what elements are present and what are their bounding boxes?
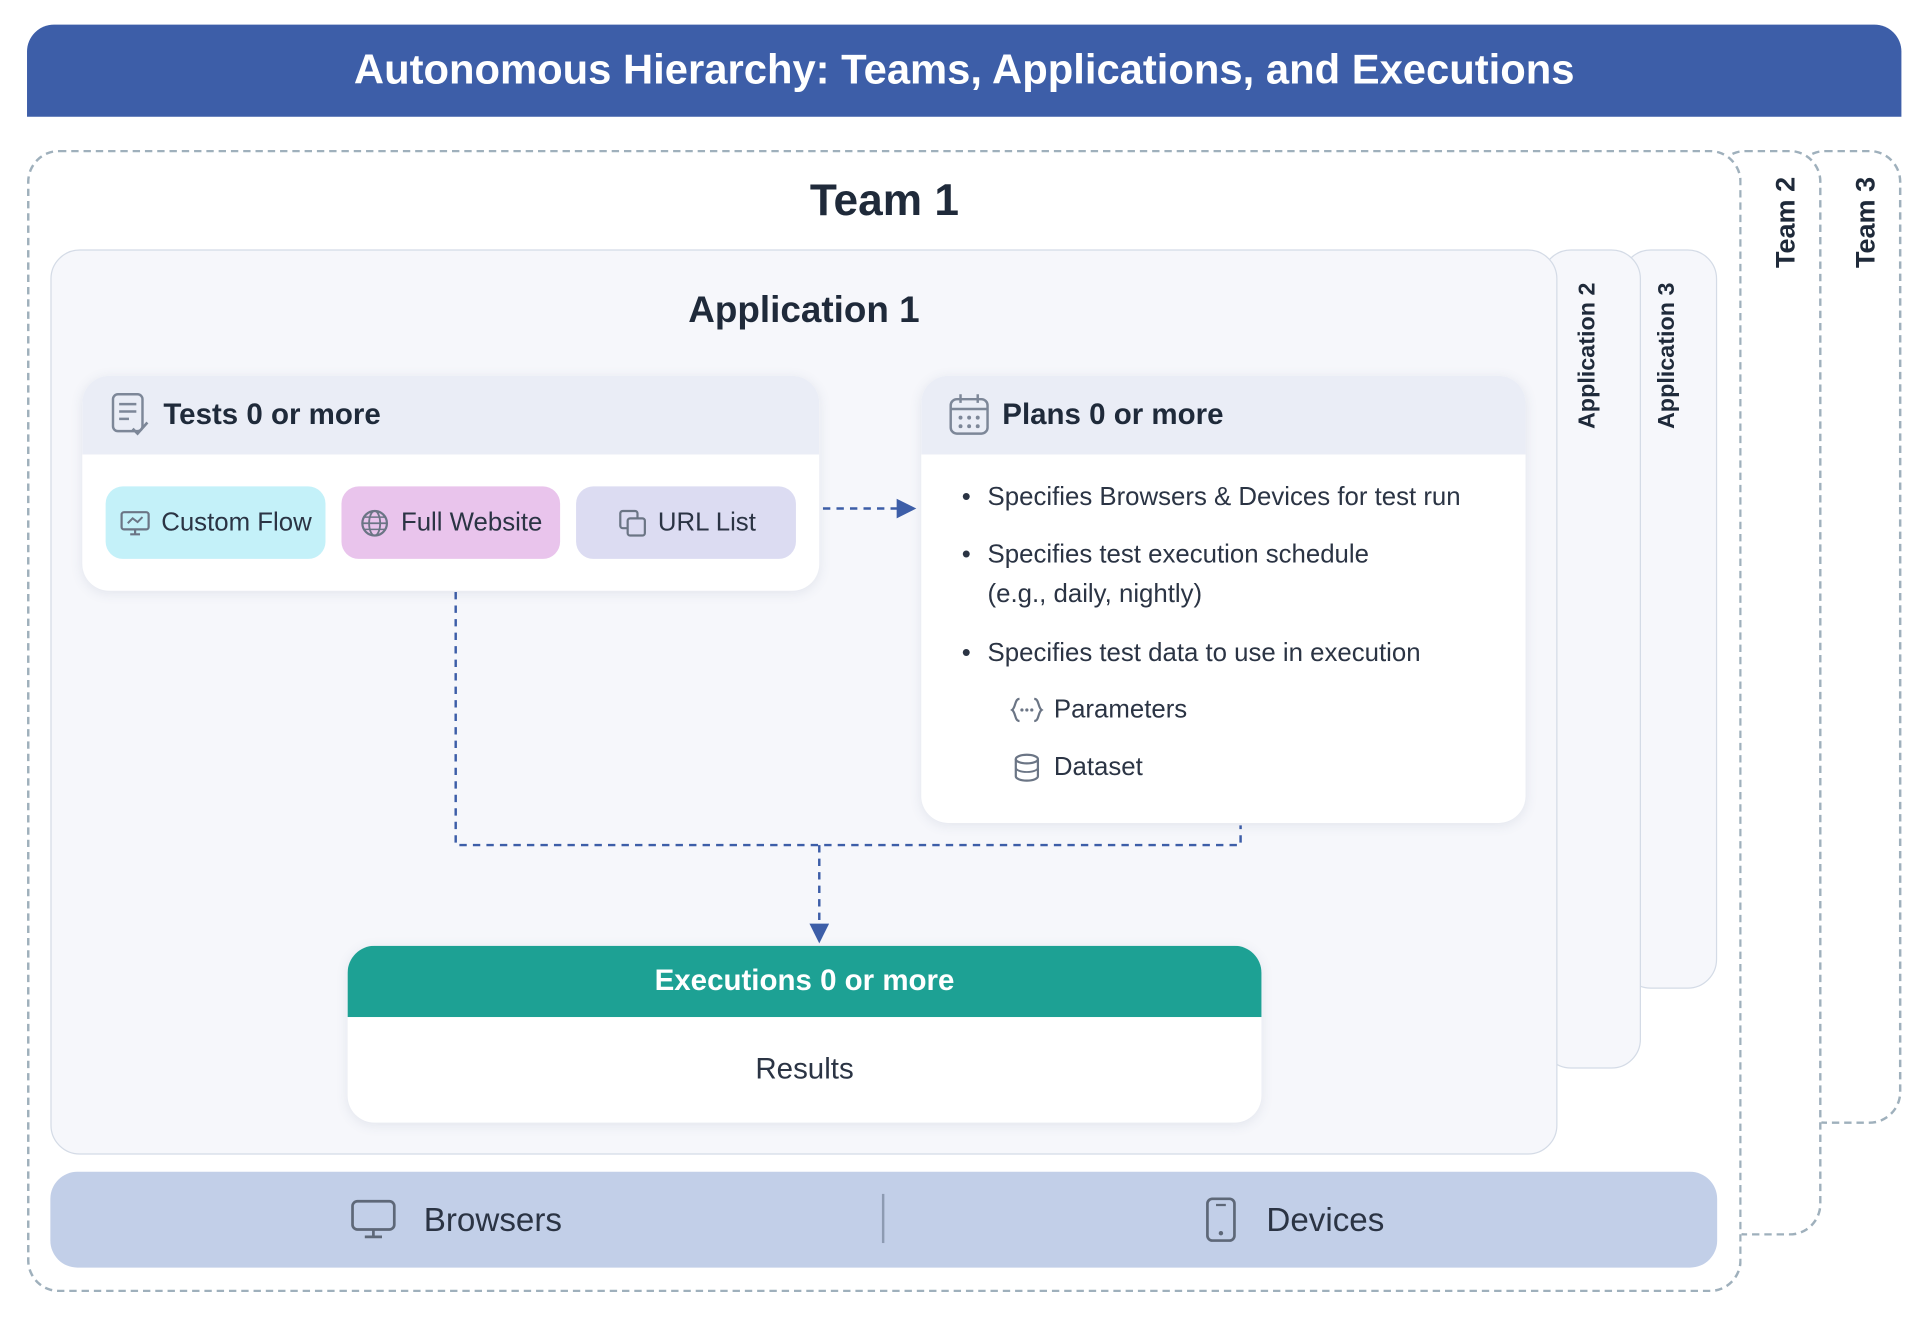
executions-title: Executions 0 or more xyxy=(347,945,1262,1018)
monitor-flow-icon xyxy=(120,510,151,535)
checklist-icon xyxy=(111,393,149,436)
team-1-title: Team 1 xyxy=(809,174,959,225)
copy-icon xyxy=(618,509,646,537)
environment-divider xyxy=(881,1193,885,1244)
application-2-label: Application 2 xyxy=(1574,282,1601,430)
tests-card: Tests 0 or more Custom Flow Full Website xyxy=(82,375,820,591)
chip-url-list: URL List xyxy=(576,486,796,559)
plans-title: Plans 0 or more xyxy=(1002,397,1224,432)
application-3-label: Application 3 xyxy=(1654,282,1681,430)
plans-bullet-schedule: •Specifies test execution schedule xyxy=(961,540,1369,569)
chip-custom-flow-label: Custom Flow xyxy=(161,507,312,537)
executions-results: Results xyxy=(755,1052,854,1086)
tests-header: Tests 0 or more xyxy=(82,375,820,455)
chip-url-list-label: URL List xyxy=(657,507,756,537)
chip-full-website-label: Full Website xyxy=(400,507,543,537)
browsers-label: Browsers xyxy=(423,1200,562,1238)
chip-custom-flow: Custom Flow xyxy=(105,486,326,559)
page-title: Autonomous Hierarchy: Teams, Application… xyxy=(27,24,1902,117)
devices-label: Devices xyxy=(1266,1200,1385,1238)
team-3-label: Team 3 xyxy=(1849,176,1881,268)
plans-bullet-schedule-example: (e.g., daily, nightly) xyxy=(987,579,1203,609)
plans-card: Plans 0 or more •Specifies Browsers & De… xyxy=(921,375,1526,823)
browsers-item: Browsers xyxy=(350,1172,562,1268)
team-2-label: Team 2 xyxy=(1769,176,1801,268)
plans-header: Plans 0 or more xyxy=(921,375,1526,455)
braces-icon xyxy=(1010,697,1044,723)
plans-bullet-browsers-devices: •Specifies Browsers & Devices for test r… xyxy=(961,482,1461,511)
chip-full-website: Full Website xyxy=(341,486,561,559)
monitor-icon xyxy=(351,1199,396,1239)
plans-data-dataset: Dataset xyxy=(1010,753,1143,782)
mobile-icon xyxy=(1206,1197,1236,1242)
plans-data-parameters: Parameters xyxy=(1010,695,1187,724)
application-1-title: Application 1 xyxy=(688,289,920,331)
database-icon xyxy=(1014,753,1040,782)
globe-icon xyxy=(361,509,389,537)
environment-bar: Browsers Devices xyxy=(50,1171,1718,1268)
tests-title: Tests 0 or more xyxy=(163,397,381,432)
calendar-icon xyxy=(949,394,989,435)
devices-item: Devices xyxy=(1203,1172,1385,1268)
executions-card: Executions 0 or more Results xyxy=(347,945,1262,1123)
plans-bullet-test-data: •Specifies test data to use in execution xyxy=(961,638,1421,667)
